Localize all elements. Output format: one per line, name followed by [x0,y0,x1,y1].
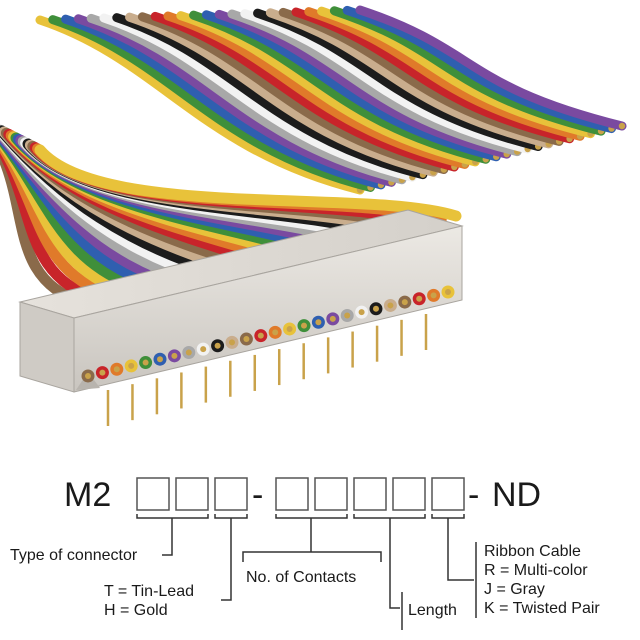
contact-pin [257,332,264,339]
part-number-code: M2 - - ND [64,476,541,514]
connector-side-face [19,301,75,393]
code-suffix: ND [492,476,541,514]
label-cable-gray: J = Gray [484,581,545,598]
cable-wire [125,12,438,177]
cable-wire [48,15,375,192]
cable-wire [355,5,627,131]
contact-pin [272,329,279,336]
contact-pin [171,352,178,359]
bracket-cable [431,514,465,519]
contact-pin [229,339,235,346]
code-separator-2: - [468,476,479,514]
cable-wire [73,14,396,187]
cable-wire [291,7,575,144]
label-length: Length [408,602,457,619]
contact-pin [113,366,120,373]
cable-wire [0,139,92,310]
code-box-4 [275,477,309,511]
contact-pin [315,319,322,326]
contact-pin [157,356,163,363]
label-plating-tin: T = Tin-Lead [104,583,194,600]
bracket-length [353,514,426,519]
cable-wire [265,8,554,149]
code-box-7 [392,477,426,511]
contact-pin [445,289,451,295]
cable-wire [227,9,522,157]
contact-pin [243,336,250,343]
bracket-plating [214,514,248,519]
contact-pin [128,362,135,369]
contact-pin [373,305,379,312]
leader-connector-type [162,518,173,556]
label-plating-gold: H = Gold [104,602,168,619]
contact-pin [387,302,394,309]
code-box-3 [214,477,248,511]
code-box-2 [175,477,209,511]
label-cable-multicolor: R = Multi-color [484,562,588,579]
contact-row [81,285,455,383]
contact-pin [99,369,106,376]
bracket-connector-type [136,514,209,519]
contact-pin [85,373,91,379]
code-box-5 [314,477,348,511]
cable-wire [112,13,428,180]
label-cable-title: Ribbon Cable [484,543,581,560]
contact-pin [286,325,293,332]
cable-wire [150,11,459,172]
contact-pin [401,299,408,306]
idc-connector [18,209,464,426]
contact-pin [430,292,437,299]
contact-pin [344,312,351,319]
cable-wire [189,10,491,164]
leader-length [389,518,400,609]
cable-wire [304,7,585,141]
callout-lines [136,514,477,630]
contact-pin [185,349,192,356]
callout-labels: Type of connector T = Tin-Lead H = Gold … [10,543,600,619]
contact-pin [142,359,149,366]
cable-wire [163,11,470,169]
cable-wire [329,6,606,136]
code-box-6 [353,477,387,511]
cable-wire [201,10,501,162]
contact-pin [200,346,207,353]
cable-wire [61,14,386,190]
code-prefix: M2 [64,476,111,514]
leader-cable [447,518,474,581]
code-box-8 [431,477,465,511]
cable-wire [317,6,596,139]
pin-row [106,314,428,426]
label-connector-type: Type of connector [10,547,138,564]
contact-pin [301,322,307,329]
wire-end [618,122,626,130]
contact-pin [214,342,221,349]
cable-wire [35,15,365,195]
cable-wire [99,13,417,182]
label-contacts: No. of Contacts [246,569,356,586]
cable-wire [214,9,512,159]
cable-wire [278,7,564,146]
cable-wire [342,5,617,134]
contact-pin [358,309,365,316]
cable-wire [34,144,462,222]
bracket-contacts [275,514,348,519]
cable-wire [137,12,449,175]
bracket-contacts-label [242,551,382,562]
cable-wire [240,9,533,154]
ribbon-cable-wires [0,5,627,310]
leader-plating [221,518,232,601]
code-box-1 [136,477,170,511]
cable-wire [86,13,407,185]
label-cable-twisted: K = Twisted Pair [484,600,600,617]
code-separator-1: - [252,476,263,514]
cable-wire [176,11,480,167]
cable-wire [253,8,543,151]
contact-pin [329,315,336,322]
contact-pin [416,295,423,302]
